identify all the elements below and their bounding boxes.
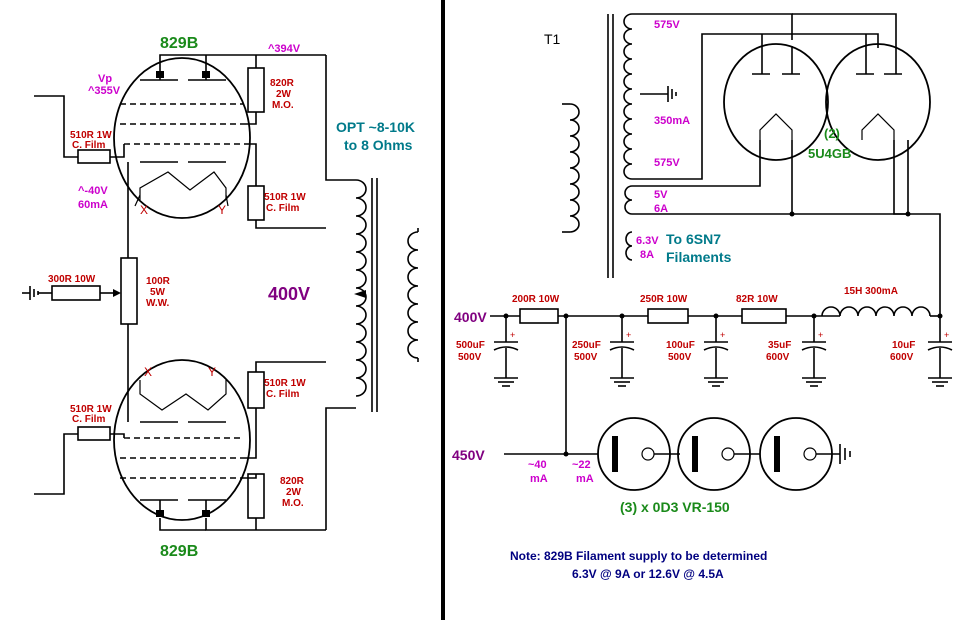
- b-plus-label: 400V: [268, 284, 310, 304]
- fil6a-label: 6A: [654, 203, 668, 215]
- c10-voltage: 600V: [890, 352, 914, 363]
- cap-500uf: +: [493, 316, 519, 387]
- cap-250uf: +: [609, 316, 635, 387]
- fil5v-label: 5V: [654, 189, 668, 201]
- plate-res-top-power: 2W: [276, 89, 292, 100]
- i22-label: ~22: [572, 459, 591, 471]
- regulator-label: (3) x 0D3 VR-150: [620, 499, 730, 515]
- rect-type-label: 5U4GB: [808, 146, 851, 161]
- rectifier-tube-1: [723, 43, 829, 161]
- out400-label: 400V: [454, 309, 487, 325]
- plate-res-bottom-power: 2W: [286, 487, 302, 498]
- plate-res-top-value: 820R: [270, 78, 295, 89]
- c35-value: 35uF: [768, 340, 791, 351]
- filament-top-y: Y: [218, 203, 226, 217]
- vp-label: Vp: [98, 73, 112, 85]
- fil8a-label: 8A: [640, 249, 654, 261]
- filaments-label: Filaments: [666, 249, 732, 265]
- cap-35uf: +: [801, 316, 827, 387]
- grid-res-bottom-value: 510R 1W: [70, 404, 112, 415]
- right-circuit: + + +: [452, 13, 953, 581]
- tube-top-envelope: [113, 57, 251, 219]
- left-circuit: 829B 829B Vp ^355V ^394V ^-40V 60mA 820R…: [22, 35, 419, 560]
- i40-unit: mA: [530, 473, 548, 485]
- svg-text:+: +: [510, 330, 515, 340]
- screen-res-top-value: 510R 1W: [264, 192, 306, 203]
- plate-res-top-type: M.O.: [272, 100, 294, 111]
- filament-top-x: X: [140, 203, 148, 217]
- choke-label: 15H 300mA: [844, 286, 898, 297]
- svg-text:+: +: [626, 330, 631, 340]
- svg-text:+: +: [944, 330, 949, 340]
- input-res-label: 300R 10W: [48, 274, 96, 285]
- c250-value: 250uF: [572, 340, 601, 351]
- c100-value: 100uF: [666, 340, 695, 351]
- tube-bottom-label: 829B: [160, 543, 198, 560]
- sec-top-label: 575V: [654, 19, 680, 31]
- transformer-label: T1: [544, 31, 561, 47]
- tube-bottom-envelope: [113, 359, 251, 521]
- grid-bias-label: ^-40V: [78, 185, 108, 197]
- current-label: 60mA: [78, 199, 108, 211]
- plate-res-bottom-type: M.O.: [282, 498, 304, 509]
- tube-top-label: 829B: [160, 35, 198, 52]
- screen-res-top-type: C. Film: [266, 203, 299, 214]
- screen-res-bottom-type: C. Film: [266, 389, 299, 400]
- plate-res-bottom-value: 820R: [280, 476, 305, 487]
- cap-10uf: +: [927, 316, 953, 387]
- r82-label: 82R 10W: [736, 294, 778, 305]
- grid-res-top-value: 510R 1W: [70, 130, 112, 141]
- sec-current-label: 350mA: [654, 115, 690, 127]
- cap-100uf: +: [703, 316, 729, 387]
- cathode-res-power: 5W: [150, 287, 166, 298]
- opt-label-line2: to 8 Ohms: [344, 137, 413, 153]
- r200-label: 200R 10W: [512, 294, 560, 305]
- i40-label: ~40: [528, 459, 547, 471]
- rect-count-label: (2): [824, 126, 840, 141]
- svg-text:+: +: [720, 330, 725, 340]
- vp-value: ^355V: [88, 85, 121, 97]
- note-line1: Note: 829B Filament supply to be determi…: [510, 549, 767, 563]
- cathode-res-value: 100R: [146, 276, 171, 287]
- note-line2: 6.3V @ 9A or 12.6V @ 4.5A: [572, 567, 724, 581]
- c10-value: 10uF: [892, 340, 915, 351]
- svg-text:+: +: [818, 330, 823, 340]
- filament-bottom-x: X: [144, 365, 152, 379]
- grid-res-top-type: C. Film: [72, 140, 105, 151]
- opt-label-line1: OPT ~8-10K: [336, 119, 415, 135]
- supply-top-label: ^394V: [268, 43, 301, 55]
- rectifier-tube-2: [825, 43, 931, 161]
- c35-voltage: 600V: [766, 352, 790, 363]
- out450-label: 450V: [452, 447, 485, 463]
- c500-voltage: 500V: [458, 352, 482, 363]
- sec-bottom-label: 575V: [654, 157, 680, 169]
- i22-unit: mA: [576, 473, 594, 485]
- fil63v-label: 6.3V: [636, 235, 659, 247]
- grid-res-bottom-type: C. Film: [72, 414, 105, 425]
- c500-value: 500uF: [456, 340, 485, 351]
- c100-voltage: 500V: [668, 352, 692, 363]
- to-6sn7-label: To 6SN7: [666, 231, 721, 247]
- cathode-res-type: W.W.: [146, 298, 170, 309]
- r250-label: 250R 10W: [640, 294, 688, 305]
- screen-res-bottom-value: 510R 1W: [264, 378, 306, 389]
- c250-voltage: 500V: [574, 352, 598, 363]
- filament-bottom-y: Y: [208, 365, 216, 379]
